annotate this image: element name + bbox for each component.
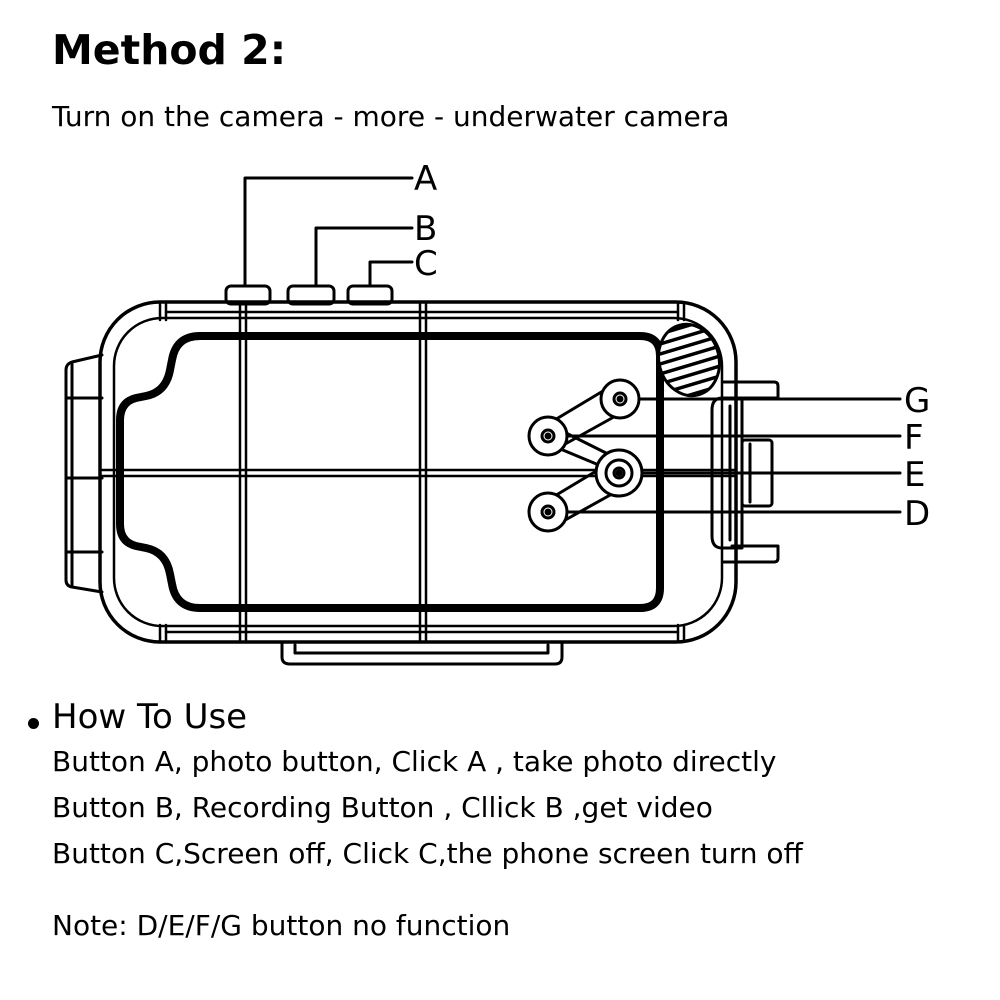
button-g [599, 378, 641, 420]
button-a [224, 284, 272, 306]
label-d: D [904, 494, 930, 534]
label-a: A [414, 159, 437, 199]
how-to-use-heading-text: How To Use [52, 697, 248, 737]
label-f: F [904, 418, 924, 458]
screen-window [116, 332, 664, 612]
label-c: C [414, 244, 438, 284]
top-leader-lines [243, 176, 414, 288]
note-text: Note: D/E/F/G button no function [52, 909, 511, 942]
side-buttons [527, 378, 644, 533]
leader-b [314, 226, 414, 288]
top-frame [158, 302, 686, 643]
leader-c [368, 260, 414, 288]
leader-a [243, 176, 414, 288]
bullet-icon [28, 717, 39, 729]
page-title: Method 2: [52, 26, 287, 74]
bottom-stand [280, 640, 564, 666]
instruction-line-b: Button B, Recording Button , Cllick B ,g… [52, 791, 713, 824]
button-b [286, 284, 336, 306]
label-e: E [904, 455, 925, 495]
how-to-use-heading: How To Use [28, 697, 247, 737]
label-g: G [904, 381, 930, 421]
instruction-line-a: Button A, photo button, Click A , take p… [52, 745, 777, 778]
instruction-line-c: Button C,Screen off, Click C,the phone s… [52, 837, 803, 870]
button-d [527, 491, 569, 533]
button-f [527, 415, 569, 457]
subtitle: Turn on the camera - more - underwater c… [52, 100, 730, 133]
side-leader-lines [565, 397, 902, 514]
label-b: B [414, 209, 437, 249]
housing-diagram: A B C G F E D [64, 159, 930, 666]
left-clips [64, 353, 104, 594]
button-e [594, 448, 644, 498]
